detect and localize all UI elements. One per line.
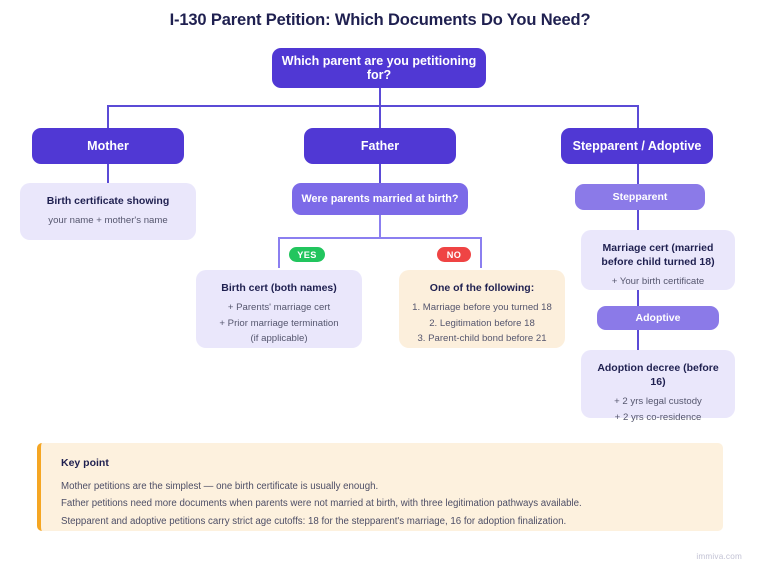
footer-watermark: immiva.com [696,552,742,561]
card-mother-line-1: your name + mother's name [48,215,168,227]
card-stepparent-line-1: + Your birth certificate [611,276,705,288]
node-stepparent-adoptive-label: Stepparent / Adoptive [572,139,702,153]
card-stepparent-documents: Marriage cert (married before child turn… [581,230,735,290]
connector-question-down [379,215,381,237]
node-adoptive[interactable]: Adoptive [597,306,719,330]
connector-mother-to-doc [107,164,109,183]
card-father-no-documents: One of the following: 1. Marriage before… [399,270,565,348]
node-mother-label: Mother [87,139,129,153]
node-stepparent[interactable]: Stepparent [575,184,705,210]
key-point-callout: Key point Mother petitions are the simpl… [37,443,723,531]
node-root-question-label: Which parent are you petitioning for? [281,54,477,82]
card-adoptive-title: Adoption decree (before 16) [597,362,719,389]
badge-no: NO [437,247,471,262]
node-father-label: Father [360,139,400,153]
card-adoptive-line-1: + 2 yrs legal custody [614,396,702,408]
node-father[interactable]: Father [304,128,456,164]
node-father-marriage-question-label: Were parents married at birth? [301,193,459,205]
card-father-yes-title: Birth cert (both names) [221,282,337,294]
card-mother-documents: Birth certificate showing your name + mo… [20,183,196,240]
card-stepparent-title-line-2: before child turned 18) [601,256,715,269]
connector-yesno-bus [278,237,481,239]
card-father-yes-documents: Birth cert (both names) + Parents' marri… [196,270,362,348]
connector-level2-bus [107,105,638,107]
card-father-no-line-2: 2. Legitimation before 18 [429,317,535,329]
card-stepparent-title-line-1: Marriage cert (married [602,242,714,254]
badge-no-label: NO [446,249,462,260]
connector-father-to-question [379,164,381,183]
badge-yes: YES [289,247,325,262]
key-point-line-3: Stepparent and adoptive petitions carry … [61,515,567,527]
badge-yes-label: YES [297,249,317,260]
card-father-no-line-3: 3. Parent-child bond before 21 [417,333,547,345]
card-adoptive-documents: Adoption decree (before 16) + 2 yrs lega… [581,350,735,423]
key-point-line-2: Father petitions need more documents whe… [61,498,582,510]
connector-to-no [480,237,482,268]
node-adoptive-label: Adoptive [635,312,681,324]
node-root-question[interactable]: Which parent are you petitioning for? [272,48,486,88]
connector-root-down [379,88,381,106]
card-father-no-title: One of the following: [429,282,535,294]
card-father-yes-line-3: (if applicable) [250,333,308,345]
node-stepparent-adoptive[interactable]: Stepparent / Adoptive [561,128,713,164]
node-father-marriage-question[interactable]: Were parents married at birth? [292,183,468,215]
page-title: I-130 Parent Petition: Which Documents D… [169,11,591,29]
card-father-no-line-1: 1. Marriage before you turned 18 [412,302,552,314]
card-mother-title: Birth certificate showing [46,195,170,207]
connector-stepparentadoptive-to-stepparent [637,164,639,184]
key-point-title: Key point [61,457,109,469]
connector-to-mother [107,105,109,128]
card-father-yes-line-1: + Parents' marriage cert [227,302,331,314]
card-adoptive-line-2: + 2 yrs co-residence [614,411,702,423]
connector-stepparent-to-adoptive [637,290,639,306]
key-point-line-1: Mother petitions are the simplest — one … [61,481,379,492]
connector-to-yes [278,237,280,268]
connector-stepparent-to-doc [637,210,639,230]
node-stepparent-label: Stepparent [612,191,668,203]
connector-adoptive-to-doc [637,330,639,350]
node-mother[interactable]: Mother [32,128,184,164]
connector-to-stepparent-adoptive [637,105,639,128]
connector-to-father [379,105,381,128]
card-father-yes-line-2: + Prior marriage termination [219,317,339,329]
